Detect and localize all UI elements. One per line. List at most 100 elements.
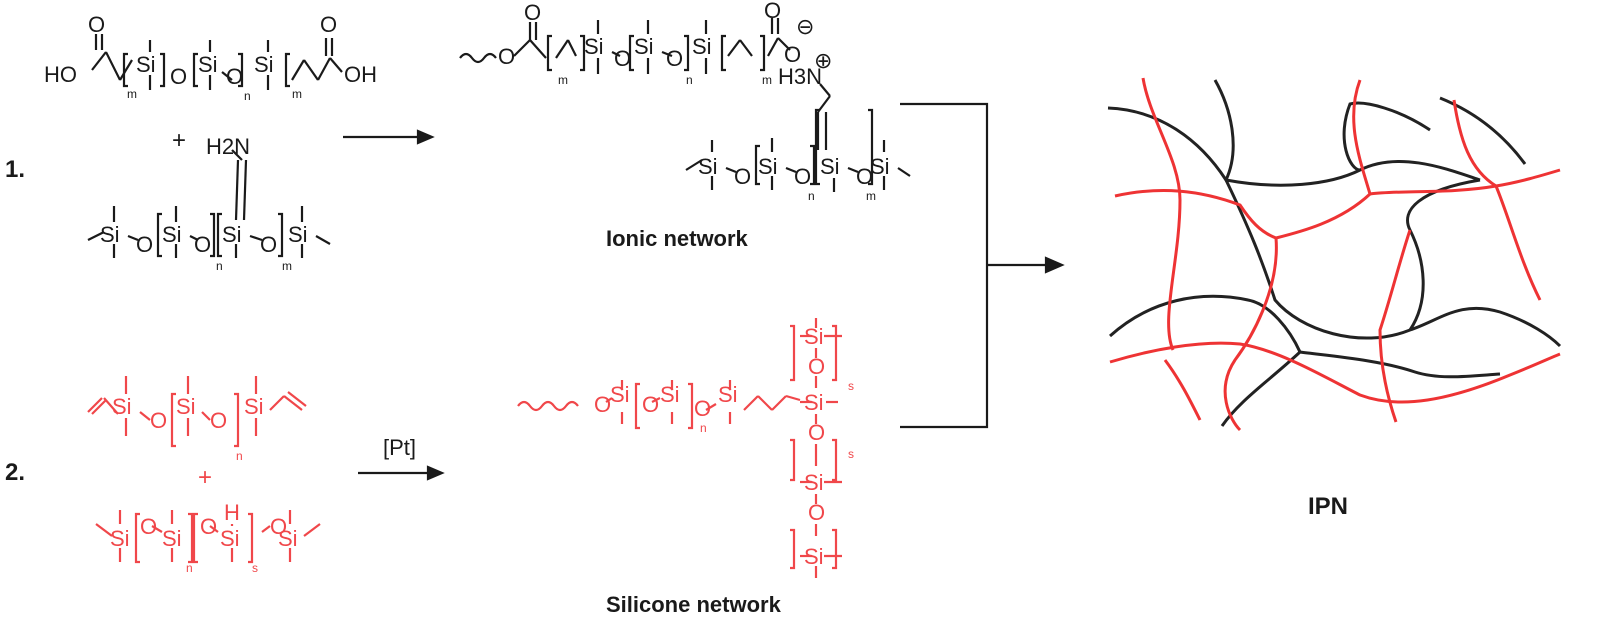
plus-sign-1: + bbox=[172, 127, 186, 154]
atom-o-3: O bbox=[136, 232, 153, 257]
atom-o-16: O bbox=[594, 392, 611, 417]
atom-si-10: Si bbox=[692, 34, 712, 59]
atom-si-20: Si bbox=[220, 526, 240, 551]
hydride-crosslinker-structure bbox=[95, 510, 321, 564]
catalyst-label: [Pt] bbox=[383, 435, 416, 460]
atom-o-8: O bbox=[734, 164, 751, 189]
atom-si-12: Si bbox=[758, 154, 778, 179]
atom-si-2: Si bbox=[198, 52, 218, 77]
silicone-network-structure bbox=[517, 318, 842, 578]
vinyl-pdms-structure bbox=[87, 376, 307, 448]
ionic-network-structure bbox=[459, 18, 911, 192]
atom-o-17: O bbox=[642, 392, 659, 417]
atom-o-carbonyl-4: O bbox=[764, 0, 781, 23]
carboxy-pdms-structure bbox=[91, 34, 343, 90]
atom-h: H bbox=[224, 500, 240, 525]
atom-o-12: O bbox=[210, 408, 227, 433]
atom-o-20: O bbox=[808, 420, 825, 445]
atom-si-8: Si bbox=[584, 34, 604, 59]
atom-o-carbonyl-2: O bbox=[320, 12, 337, 37]
atom-si-21: Si bbox=[278, 526, 298, 551]
step-1-atoms: HO O Si m O Si O n Si m O OH H2N Si O Si… bbox=[44, 12, 377, 273]
ipn-label: IPN bbox=[1308, 493, 1348, 520]
step-2-atoms: Si O Si O n Si Si O Si n O H Si s O Si O… bbox=[110, 324, 854, 575]
atom-si-19: Si bbox=[162, 526, 182, 551]
atom-o-19: O bbox=[808, 354, 825, 379]
sub-s-3: s bbox=[848, 447, 854, 461]
sub-s-2: s bbox=[848, 379, 854, 393]
atom-o-14: O bbox=[200, 514, 217, 539]
atom-o-2: O bbox=[226, 64, 243, 89]
atom-si-26: Si bbox=[804, 390, 824, 415]
atom-si-17: Si bbox=[244, 394, 264, 419]
atom-o-7: O bbox=[666, 46, 683, 71]
reaction-arrow-2 bbox=[358, 465, 445, 481]
atom-si-4: Si bbox=[100, 222, 120, 247]
sub-n-5: n bbox=[236, 449, 243, 463]
atom-si-27: Si bbox=[804, 470, 824, 495]
atom-o-6: O bbox=[614, 46, 631, 71]
atom-oh: OH bbox=[344, 62, 377, 87]
atom-o-13: O bbox=[140, 514, 157, 539]
sub-n-2: n bbox=[216, 259, 223, 273]
ipn-red-chains bbox=[1109, 77, 1561, 432]
atom-h2n: H2N bbox=[206, 134, 250, 159]
reaction-arrow-1 bbox=[343, 129, 435, 145]
sub-m-5: m bbox=[762, 73, 772, 87]
atom-o-5: O bbox=[260, 232, 277, 257]
cation-charge: ⊕ bbox=[814, 48, 832, 73]
plus-sign-2: + bbox=[198, 464, 212, 491]
atom-h3n: H3N bbox=[778, 64, 822, 89]
sub-n-6: n bbox=[186, 561, 193, 575]
atom-o-carbonyl-3: O bbox=[524, 0, 541, 25]
atom-o-15: O bbox=[270, 514, 287, 539]
sub-n-7: n bbox=[700, 421, 707, 435]
atom-si-3: Si bbox=[254, 52, 274, 77]
sub-n-1: n bbox=[244, 89, 251, 103]
atom-si-24: Si bbox=[718, 382, 738, 407]
atom-o-ester: O bbox=[498, 44, 515, 69]
atom-si-28: Si bbox=[804, 544, 824, 569]
sub-m-2: m bbox=[292, 87, 302, 101]
atom-si-15: Si bbox=[112, 394, 132, 419]
atom-o-1: O bbox=[170, 64, 187, 89]
atom-o-10: O bbox=[856, 164, 873, 189]
ipn-network bbox=[1107, 77, 1562, 432]
ionic-network-atoms: O O m Si O Si O n Si m O O ⊖ H3N ⊕ Si O … bbox=[498, 0, 890, 203]
atom-si-14: Si bbox=[870, 154, 890, 179]
atom-si-6: Si bbox=[222, 222, 242, 247]
amino-pdms-structure bbox=[87, 149, 331, 258]
step-1-label: 1. bbox=[5, 156, 25, 183]
sub-s-1: s bbox=[252, 561, 258, 575]
sub-m-3: m bbox=[282, 259, 292, 273]
ionic-network-label: Ionic network bbox=[606, 226, 749, 251]
sub-n-3: n bbox=[686, 73, 693, 87]
sub-m-4: m bbox=[558, 73, 568, 87]
atom-si-25: Si bbox=[804, 324, 824, 349]
merge-bracket bbox=[900, 102, 1065, 429]
step-2-group bbox=[87, 318, 842, 578]
atom-si-13: Si bbox=[820, 154, 840, 179]
atom-si-18: Si bbox=[110, 526, 130, 551]
atom-o-anion: O bbox=[784, 42, 801, 67]
atom-o-9: O bbox=[794, 164, 811, 189]
sub-m-1: m bbox=[127, 87, 137, 101]
atom-si-16: Si bbox=[176, 394, 196, 419]
atom-si-5: Si bbox=[162, 222, 182, 247]
atom-si-23: Si bbox=[660, 382, 680, 407]
step-2-label: 2. bbox=[5, 459, 25, 486]
atom-si-9: Si bbox=[634, 34, 654, 59]
anion-charge: ⊖ bbox=[796, 14, 814, 39]
atom-o-11: O bbox=[150, 408, 167, 433]
atom-si-11: Si bbox=[698, 154, 718, 179]
silicone-network-label: Silicone network bbox=[606, 592, 782, 617]
sub-m-6: m bbox=[866, 189, 876, 203]
atom-ho: HO bbox=[44, 62, 77, 87]
sub-n-4: n bbox=[808, 189, 815, 203]
atom-si-1: Si bbox=[136, 52, 156, 77]
atom-o-4: O bbox=[194, 232, 211, 257]
atom-o-carbonyl-1: O bbox=[88, 12, 105, 37]
step-1-group bbox=[87, 18, 911, 258]
atom-o-21: O bbox=[808, 500, 825, 525]
